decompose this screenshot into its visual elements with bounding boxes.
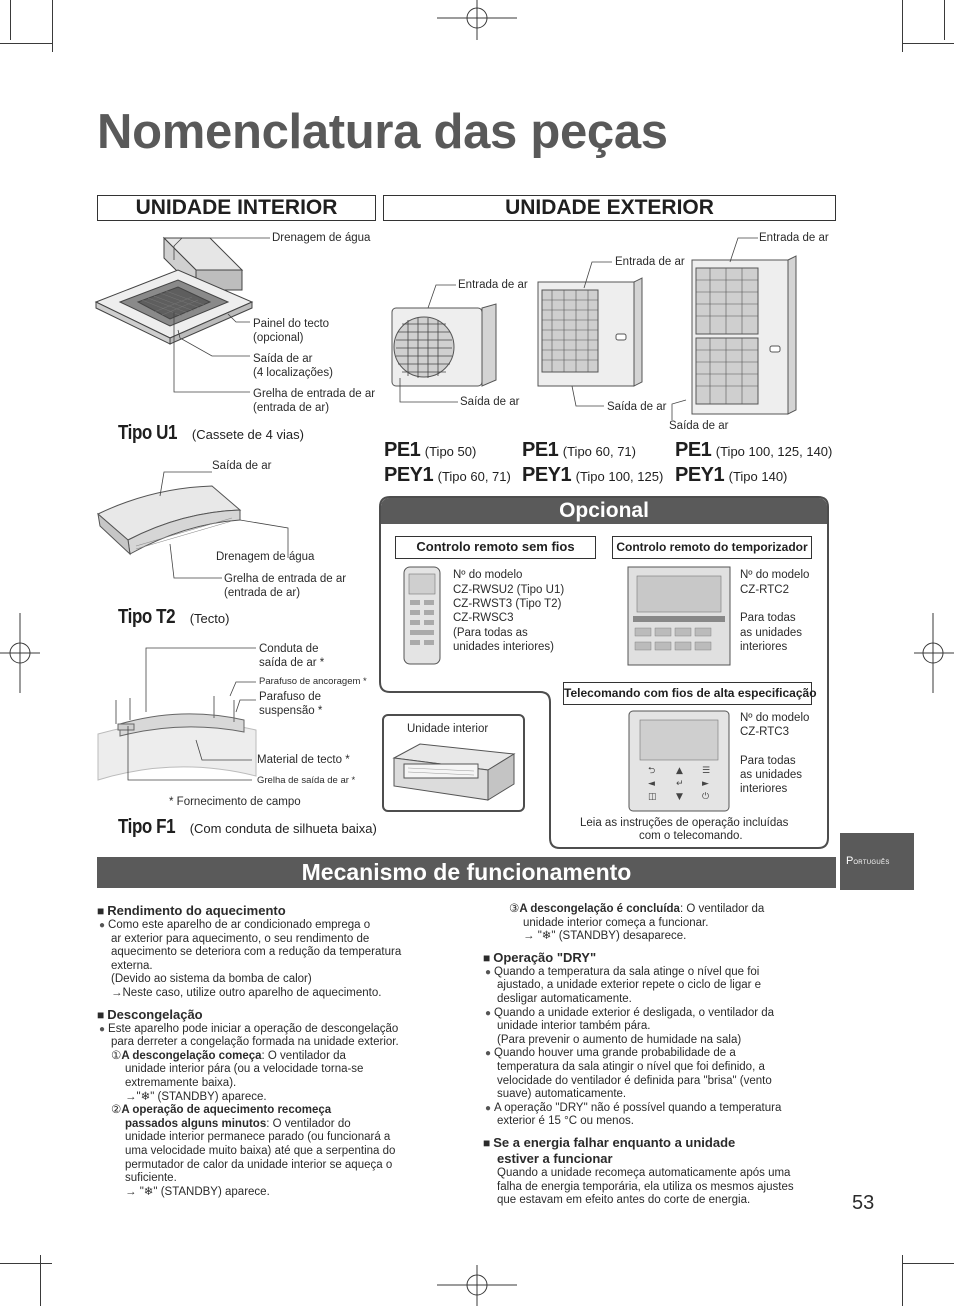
timer-remote-line: Nº do modelo — [740, 568, 809, 582]
timer-remote-icon — [627, 566, 731, 666]
svg-text:◫: ◫ — [648, 792, 657, 802]
optional-header: Opcional — [381, 498, 827, 524]
timer-remote-line: Para todas — [740, 611, 796, 625]
wired-hi-spec-line: interiores — [740, 782, 787, 796]
defrost-step-2: ②A operação de aquecimento recomeça — [97, 1104, 467, 1118]
timer-remote-line: as unidades — [740, 626, 802, 640]
wired-hi-spec-remote-icon: ⮌ ▲ ☰ ◄ ↵ ► ◫ ▼ ⏻ — [628, 710, 730, 812]
wireless-remote-line: unidades interiores) — [453, 640, 554, 654]
wireless-remote-line: CZ-RWSC3 — [453, 611, 513, 625]
wired-hi-spec-line: as unidades — [740, 768, 802, 782]
wired-hi-spec-remote-title: Telecomando com fios de alta especificaç… — [563, 682, 812, 705]
svg-text:▲: ▲ — [676, 766, 683, 776]
mechanism-right-column: ③A descongelação é concluída: O ventilad… — [483, 903, 833, 1208]
mechanism-title: Mecanismo de funcionamento — [97, 857, 836, 888]
svg-text:☰: ☰ — [702, 766, 710, 776]
wireless-remote-line: CZ-RWSU2 (Tipo U1) — [453, 583, 564, 597]
wired-hi-spec-line: CZ-RTC3 — [740, 725, 789, 739]
language-tab: PORTUGUÊS — [840, 833, 914, 890]
wireless-remote-line: Nº do modelo — [453, 568, 522, 582]
wireless-remote-line: CZ-RWST3 (Tipo T2) — [453, 597, 561, 611]
page-number: 53 — [852, 1192, 874, 1215]
defrost-step-3: ③A descongelação é concluída: O ventilad… — [483, 903, 833, 917]
heating-heading: Rendimento do aquecimento — [97, 903, 467, 919]
remote-instructions-note: com o telecomando. — [639, 829, 743, 843]
power-failure-heading: Se a energia falhar enquanto a unidade — [483, 1135, 833, 1151]
svg-text:◄: ◄ — [648, 779, 655, 789]
wireless-remote-icon — [402, 566, 442, 666]
svg-text:⏻: ⏻ — [702, 791, 709, 802]
defrost-step-1: ①A descongelação começa: O ventilador da — [97, 1050, 467, 1064]
timer-remote-line: interiores — [740, 640, 787, 654]
timer-remote-line: CZ-RTC2 — [740, 583, 789, 597]
svg-text:⮌: ⮌ — [648, 766, 655, 776]
defrost-heading: Descongelação — [97, 1007, 467, 1023]
mechanism-left-column: Rendimento do aquecimento Como este apar… — [97, 899, 467, 1199]
bullet-text: Este aparelho pode iniciar a operação de… — [97, 1023, 467, 1037]
svg-text:▼: ▼ — [676, 792, 683, 802]
remote-instructions-note: Leia as instruções de operação incluídas — [580, 816, 788, 830]
dry-heading: Operação "DRY" — [483, 950, 833, 966]
wired-hi-spec-line: Para todas — [740, 754, 796, 768]
svg-text:↵: ↵ — [676, 779, 684, 789]
wireless-remote-line: (Para todas as — [453, 626, 528, 640]
bullet-text: Como este aparelho de ar condicionado em… — [97, 919, 467, 933]
wireless-remote-title: Controlo remoto sem fios — [395, 536, 596, 559]
timer-remote-title: Controlo remoto do temporizador — [612, 536, 812, 559]
wired-hi-spec-line: Nº do modelo — [740, 711, 809, 725]
svg-text:►: ► — [702, 779, 709, 789]
